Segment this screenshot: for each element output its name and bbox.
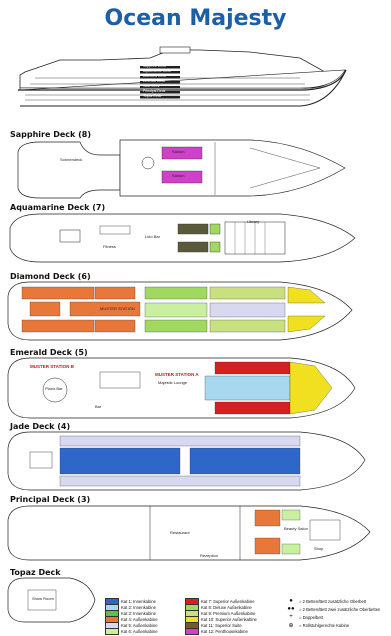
legend-symbol-label: = 2 Betten/Bett zwei zusätzliche Oberbet… xyxy=(299,606,381,612)
area-label: MUSTER STATION A xyxy=(155,372,199,377)
legend-swatch xyxy=(105,628,119,635)
area-label: Beauty Salon xyxy=(284,526,308,531)
legend-symbol-item: ● = 2 Betten/Bett zusätzliche Oberbett xyxy=(285,598,366,604)
area-label: Lido Bar xyxy=(145,234,160,239)
legend-label: Kat 6: Außenkabine xyxy=(121,629,158,634)
legend-label: Kat 5: Außenkabine xyxy=(121,623,158,628)
deck-label-emerald: Emerald Deck (5) xyxy=(10,348,88,357)
area-label: Library xyxy=(247,219,260,224)
diamond-deck-plan xyxy=(7,281,353,341)
area-label: Show Room xyxy=(32,596,54,601)
area-label: MUSTER STATION B xyxy=(30,364,74,369)
profile-deck-label: Principal Deck xyxy=(143,89,166,93)
legend-symbol-item: + = Doppelbett xyxy=(285,614,323,620)
legend-label: Kat 10: Superior Außenkabine xyxy=(201,617,257,622)
deck-label-aquamarine: Aquamarine Deck (7) xyxy=(10,203,106,212)
topaz-deck-plan xyxy=(7,577,96,623)
legend-symbol-label: = 2 Betten/Bett zusätzliche Oberbett xyxy=(299,598,367,604)
area-label: Fitness xyxy=(103,244,116,249)
deck-label-sapphire: Sapphire Deck (8) xyxy=(10,130,91,139)
ship-profile xyxy=(18,46,347,107)
area-label: Restaurant xyxy=(170,530,190,535)
legend-label: Kat 4: Außenkabine xyxy=(121,617,158,622)
emerald-deck-plan xyxy=(7,357,356,419)
legend-label: Kat 3: Innenkabine xyxy=(121,611,156,616)
legend-label: Kat 1: Innenkabine xyxy=(121,599,156,604)
aquamarine-deck-plan xyxy=(9,213,356,263)
profile-deck-label: Emerald Deck xyxy=(143,79,165,83)
legend-item: Kat 12: Penthousekabine xyxy=(185,628,248,635)
legend-symbol-label: = Rollstuhlgerechte Kabine xyxy=(299,623,350,628)
area-label: MUSTER STATION xyxy=(100,306,135,311)
deck-label-topaz: Topaz Deck xyxy=(10,568,61,577)
area-label: Saloon xyxy=(172,149,185,154)
area-label: Majestic Lounge xyxy=(158,380,188,385)
sapphire-deck-plan xyxy=(17,139,346,199)
profile-deck-label: Sapphire Deck xyxy=(143,64,166,68)
legend-symbol-item: ●● = 2 Betten/Bett zwei zusätzliche Oberb… xyxy=(285,606,380,612)
legend-label: Kat 12: Penthousekabine xyxy=(201,629,248,634)
area-label: Saloon xyxy=(172,173,185,178)
legend-symbol-icon: + xyxy=(289,614,293,620)
jade-deck-plan xyxy=(7,431,366,491)
legend-label: Kat 9: Premium Außenkabine xyxy=(201,611,256,616)
area-label: Rezeption xyxy=(200,553,219,558)
area-label: Shop xyxy=(314,546,324,551)
legend-label: Kat 2: Innenkabine xyxy=(121,605,156,610)
deck-label-diamond: Diamond Deck (6) xyxy=(10,272,91,281)
area-label: Bar xyxy=(95,404,102,409)
legend-label: Kat 11: Superior Suite xyxy=(201,623,242,628)
legend-item: Kat 6: Außenkabine xyxy=(105,628,158,635)
legend-symbol-label: = Doppelbett xyxy=(299,614,323,620)
legend-symbol-icon: ●● xyxy=(287,606,295,612)
area-label: Sonnendeck xyxy=(60,157,83,162)
area-label: Piano Bar xyxy=(45,386,63,391)
legend-label: Kat 7: Superior Außenkabine xyxy=(201,599,255,604)
legend-symbol-icon: ⊕ xyxy=(288,623,294,629)
principal-deck-plan xyxy=(7,505,371,561)
profile-deck-label: Aquamarine Deck xyxy=(143,69,171,73)
profile-deck-label: Diamond Deck xyxy=(143,74,166,78)
deck-label-jade: Jade Deck (4) xyxy=(10,422,71,431)
deck-label-principal: Principal Deck (3) xyxy=(10,495,91,504)
profile-deck-label: Jade Deck xyxy=(143,84,160,88)
legend-swatch xyxy=(185,628,199,635)
legend-label: Kat 8: Deluxe Außenkabine xyxy=(201,605,252,610)
ship-title: Ocean Majesty xyxy=(104,6,287,31)
legend-symbol-icon: ● xyxy=(289,598,293,604)
legend-symbol-item: ⊕ = Rollstuhlgerechte Kabine xyxy=(285,622,349,629)
profile-deck-label: Topaz Deck xyxy=(143,94,162,98)
